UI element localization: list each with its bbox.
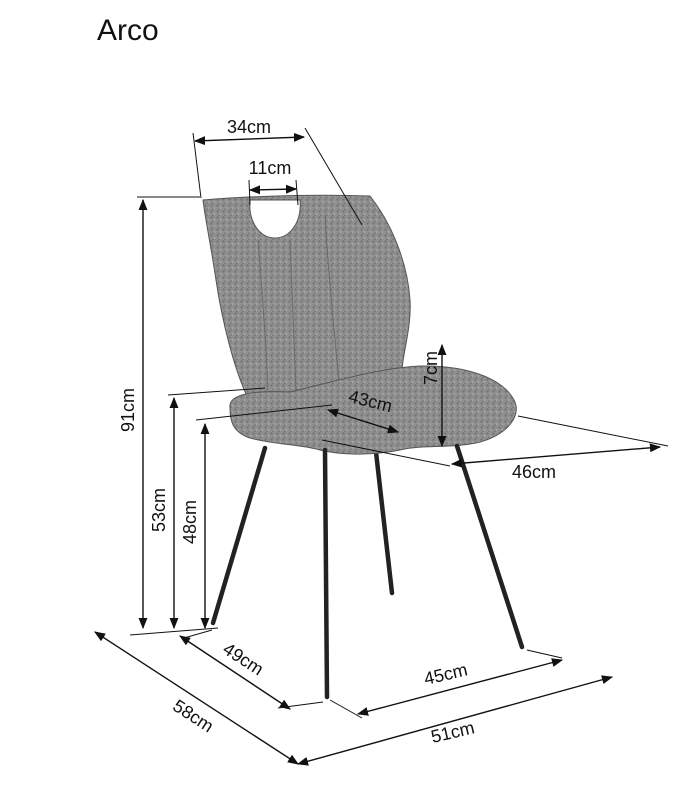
front-left-leg: [322, 447, 330, 700]
back-right-leg: [373, 449, 395, 596]
page-title: Arco: [97, 14, 159, 47]
label-total-depth: 58cm: [169, 696, 217, 737]
dimension-total-height: 91cm: [118, 196, 200, 630]
label-seat-width: 46cm: [512, 462, 556, 482]
front-right-leg: [454, 443, 525, 650]
label-leg-depth: 49cm: [219, 639, 267, 680]
dimension-seat-width: 46cm: [321, 415, 669, 482]
ground-line: [129, 627, 219, 636]
dimension-total-width: 51cm: [296, 675, 614, 766]
backrest-seam: [324, 214, 341, 393]
label-leg-width: 45cm: [422, 659, 469, 688]
backrest-seam: [289, 239, 297, 393]
label-armrest-height: 53cm: [149, 488, 169, 532]
label-seat-thickness: 7cm: [421, 351, 441, 385]
dimension-back-width: 34cm: [192, 117, 363, 226]
label-seat-height: 48cm: [180, 500, 200, 544]
dimension-armrest-height: 53cm: [149, 387, 266, 630]
dimension-seat-thickness: 7cm: [421, 343, 447, 448]
handle-cutout: [249, 199, 301, 239]
dimension-leg-depth: 49cm: [179, 629, 324, 710]
label-total-width: 51cm: [429, 717, 476, 746]
dimension-leg-width: 45cm: [329, 649, 564, 719]
chair-illustration: [202, 194, 525, 700]
back-left-leg: [210, 445, 268, 626]
label-handle-width: 11cm: [249, 158, 292, 178]
label-total-height: 91cm: [118, 388, 138, 432]
backrest-seam: [257, 239, 269, 391]
dimension-seat-height: 48cm: [180, 404, 333, 630]
dimension-handle-width: 11cm: [248, 158, 299, 206]
dimension-total-depth: 58cm: [94, 631, 299, 765]
label-back-width: 34cm: [227, 117, 271, 137]
